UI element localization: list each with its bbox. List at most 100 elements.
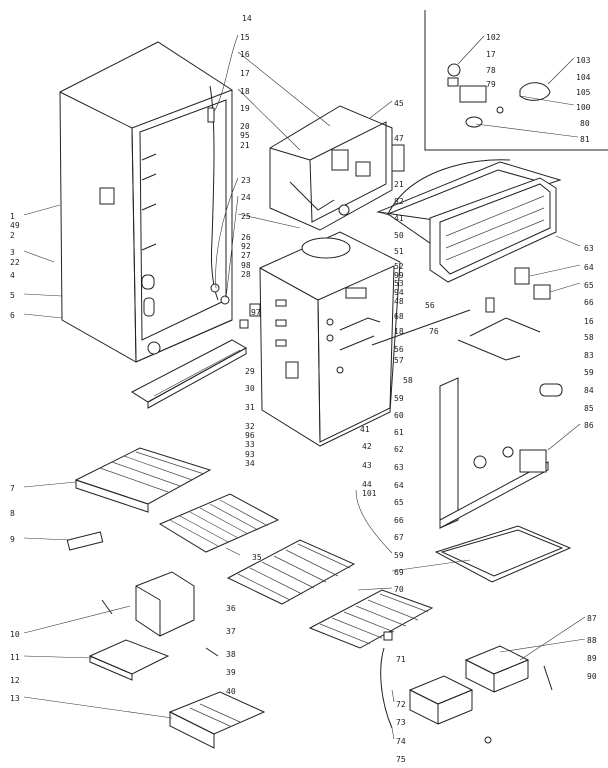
callout-11: 11 <box>10 653 20 662</box>
callout-21: 21 <box>394 180 404 189</box>
callout-22: 22 <box>10 258 20 267</box>
callout-96: 96 <box>245 431 255 440</box>
callout-49: 49 <box>10 221 20 230</box>
inset-detail-box <box>424 10 608 151</box>
callout-63: 63 <box>394 463 404 472</box>
cabinet-shell <box>59 41 233 363</box>
callout-72: 72 <box>396 700 406 709</box>
callout-105: 105 <box>576 88 591 97</box>
callout-80: 80 <box>580 119 590 128</box>
callout-58: 58 <box>584 333 594 342</box>
callout-63: 63 <box>584 244 594 253</box>
callout-39: 39 <box>226 668 236 677</box>
callout-6: 6 <box>10 311 15 320</box>
callout-85: 85 <box>584 404 594 413</box>
misc-small-parts <box>66 531 553 744</box>
callout-59: 59 <box>584 368 594 377</box>
callout-20: 20 <box>240 122 250 131</box>
callout-102: 102 <box>486 33 501 42</box>
callout-86: 86 <box>584 421 594 430</box>
ice-tray <box>88 639 170 681</box>
top-shelf-basket <box>74 447 212 513</box>
callout-58: 58 <box>403 376 413 385</box>
callout-25: 25 <box>241 212 251 221</box>
callout-100: 100 <box>576 103 591 112</box>
callout-101: 101 <box>362 489 377 498</box>
callout-79: 79 <box>486 80 496 89</box>
callout-15: 15 <box>240 33 250 42</box>
callout-40: 40 <box>226 687 236 696</box>
callout-21: 21 <box>240 141 250 150</box>
wire-shelf-1 <box>158 493 280 553</box>
leader-lines <box>23 34 586 740</box>
callout-30: 30 <box>245 384 255 393</box>
callout-83: 83 <box>584 351 594 360</box>
callout-103: 103 <box>576 56 591 65</box>
callout-70: 70 <box>394 585 404 594</box>
callout-66: 66 <box>394 516 404 525</box>
callout-41: 41 <box>394 214 404 223</box>
callout-4: 4 <box>10 271 15 280</box>
callout-69: 69 <box>394 568 404 577</box>
freezer-liner <box>239 231 401 447</box>
ice-bin <box>135 571 195 637</box>
callout-51: 51 <box>394 247 404 256</box>
callout-67: 67 <box>394 533 404 542</box>
callout-68: 68 <box>394 312 404 321</box>
callout-90: 90 <box>587 672 597 681</box>
callout-97: 97 <box>251 308 261 317</box>
callout-5: 5 <box>10 291 15 300</box>
drip-tray <box>434 525 572 583</box>
callout-47: 47 <box>394 134 404 143</box>
callout-75: 75 <box>396 755 406 764</box>
callout-23: 23 <box>241 176 251 185</box>
callout-94: 94 <box>394 288 404 297</box>
callout-56: 56 <box>394 345 404 354</box>
callout-26: 26 <box>241 233 251 242</box>
callout-13: 13 <box>10 694 20 703</box>
callout-50: 50 <box>394 231 404 240</box>
callout-93: 93 <box>245 450 255 459</box>
callout-12: 12 <box>10 676 20 685</box>
callout-65: 65 <box>394 498 404 507</box>
side-panel-rail <box>439 377 549 529</box>
callout-66: 66 <box>584 298 594 307</box>
door-gasket-frame <box>376 159 562 283</box>
callout-43: 43 <box>362 461 372 470</box>
callout-41: 41 <box>360 425 370 434</box>
callout-104: 104 <box>576 73 591 82</box>
callout-16: 16 <box>240 50 250 59</box>
callout-18: 18 <box>240 87 250 96</box>
callout-34: 34 <box>245 459 255 468</box>
callout-16: 16 <box>584 317 594 326</box>
callout-59: 59 <box>394 551 404 560</box>
callout-57: 57 <box>394 356 404 365</box>
callout-62: 62 <box>394 445 404 454</box>
toe-grille <box>130 339 248 409</box>
callout-32: 32 <box>245 422 255 431</box>
callout-29: 29 <box>245 367 255 376</box>
callout-87: 87 <box>587 614 597 623</box>
callout-17: 17 <box>240 69 250 78</box>
callout-82: 82 <box>394 197 404 206</box>
callout-9: 9 <box>10 535 15 544</box>
callout-48: 48 <box>394 297 404 306</box>
callout-89: 89 <box>587 654 597 663</box>
callout-60: 60 <box>394 411 404 420</box>
callout-3: 3 <box>10 248 15 257</box>
callout-61: 61 <box>394 428 404 437</box>
callout-99: 99 <box>394 271 404 280</box>
callout-33: 33 <box>245 440 255 449</box>
callout-52: 52 <box>394 262 404 271</box>
callout-78: 78 <box>486 66 496 75</box>
small-drawer-right-2 <box>464 645 530 693</box>
callout-59: 59 <box>394 394 404 403</box>
wire-shelf-3 <box>308 589 434 649</box>
callout-71: 71 <box>396 655 406 664</box>
callout-64: 64 <box>394 481 404 490</box>
callout-53: 53 <box>394 279 404 288</box>
callout-14: 14 <box>242 14 252 23</box>
callout-27: 27 <box>241 251 251 260</box>
